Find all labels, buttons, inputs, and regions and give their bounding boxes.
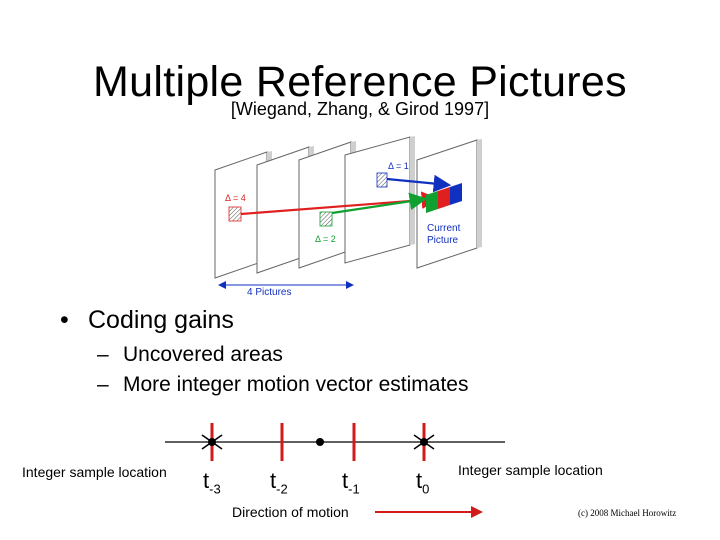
direction-label: Direction of motion [232, 504, 349, 520]
block-delta-4 [228, 206, 242, 222]
current-block-green [426, 191, 438, 213]
label-t-1: t-1 [342, 468, 360, 497]
label-current-1: Current [427, 223, 461, 234]
picture-t-1 [344, 136, 415, 264]
label-delta-2: Δ = 2 [315, 234, 336, 244]
label-delta-4: Δ = 4 [225, 193, 246, 203]
current-block-blue [450, 183, 462, 205]
label-span: 4 Pictures [247, 287, 291, 298]
bullet-coding-gains: •Coding gains [60, 306, 234, 334]
slide-title: Multiple Reference Pictures [93, 58, 627, 106]
block-delta-2 [319, 211, 333, 227]
integer-sample-label-right: Integer sample location [458, 462, 603, 478]
bullet-text: Coding gains [88, 306, 234, 334]
copyright-credit: (c) 2008 Michael Horowitz [578, 508, 677, 518]
subbullet-1: –Uncovered areas [97, 343, 283, 366]
integer-sample-label-left: Integer sample location [22, 464, 167, 480]
current-block-red [438, 187, 450, 209]
motion-arrow-green [331, 192, 428, 215]
label-current-2: Picture [427, 235, 459, 246]
label-t-3: t-3 [203, 468, 221, 497]
half-sample-point [316, 438, 324, 446]
block-delta-1 [376, 172, 388, 188]
motion-arrow-blue [386, 174, 452, 193]
subbullet-text: Uncovered areas [123, 343, 283, 366]
reference-pictures-figure: Δ = 4 Δ = 2 Δ = 1 Current Picture 4 Pict… [214, 136, 482, 298]
subbullet-2: –More integer motion vector estimates [97, 373, 469, 396]
label-t0: t0 [416, 468, 430, 497]
label-delta-1: Δ = 1 [388, 161, 409, 171]
sample-timeline [165, 423, 505, 461]
label-t-2: t-2 [270, 468, 288, 497]
citation: [Wiegand, Zhang, & Girod 1997] [230, 99, 490, 119]
subbullet-text: More integer motion vector estimates [123, 373, 469, 396]
direction-arrow-icon [375, 506, 483, 518]
